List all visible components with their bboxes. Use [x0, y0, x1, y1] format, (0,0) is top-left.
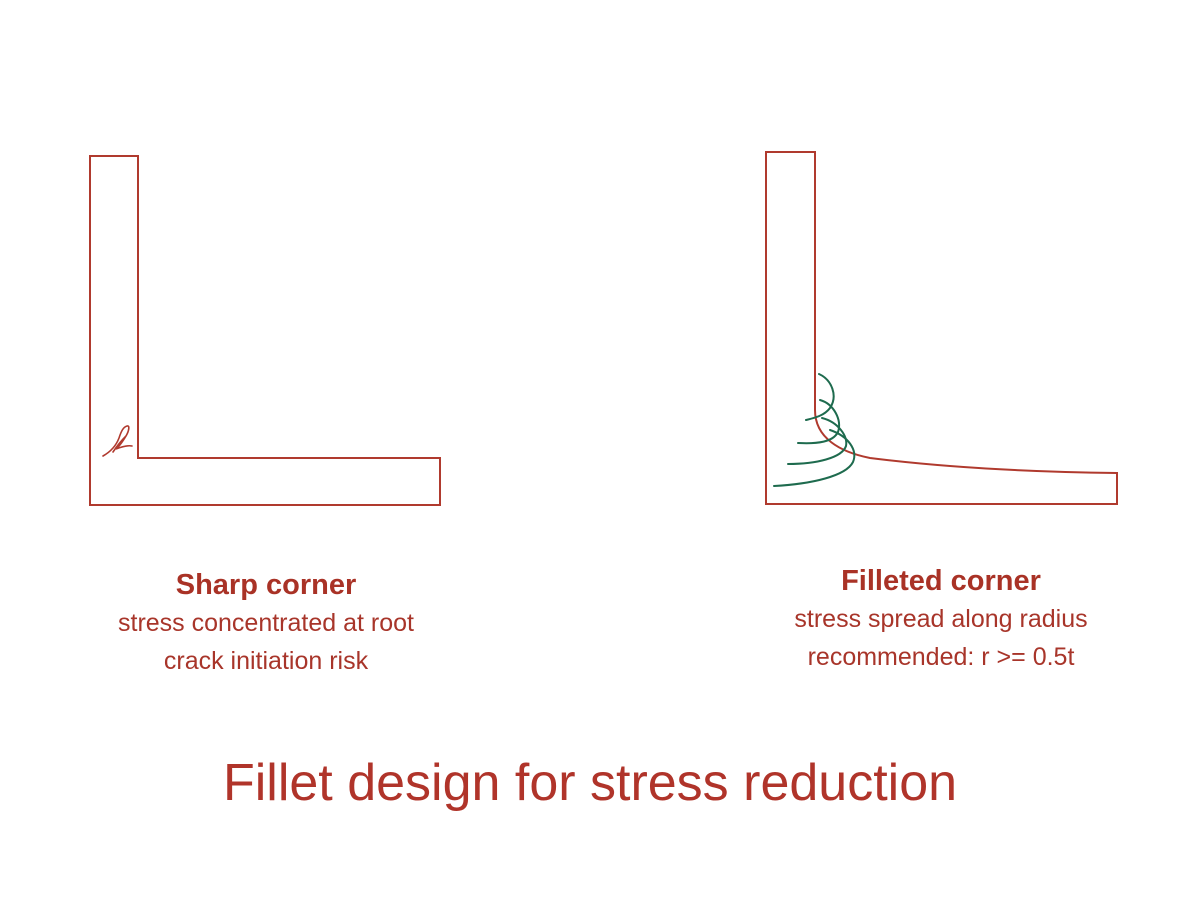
stress-line-3 — [787, 417, 848, 465]
filleted-corner-heading: Filleted corner — [841, 565, 1041, 597]
filleted-corner-figure — [765, 151, 1118, 505]
filleted-corner-caption: Filleted corner stress spread along radi… — [711, 562, 1171, 676]
sharp-corner-line-2: crack initiation risk — [163, 647, 369, 675]
sharp-corner-figure — [89, 155, 441, 506]
diagram-title: Fillet design for stress reduction — [222, 754, 958, 812]
filleted-corner-line-2: recommended: r >= 0.5t — [807, 643, 1075, 671]
stress-line-4 — [773, 429, 856, 487]
sharp-corner-caption: Sharp corner stress concentrated at root… — [36, 566, 496, 680]
sharp-corner-line-1: stress concentrated at root — [118, 609, 414, 637]
sharp-corner-bracket-outline — [89, 155, 441, 506]
filleted-corner-bracket-outline — [765, 151, 1118, 505]
stress-line-1 — [805, 373, 835, 421]
stress-flow-lines — [773, 373, 856, 487]
sharp-corner-heading: Sharp corner — [175, 569, 357, 601]
crack-mark-icon — [102, 425, 133, 457]
stress-line-2 — [797, 399, 840, 445]
filleted-corner-line-1: stress spread along radius — [794, 605, 1088, 633]
